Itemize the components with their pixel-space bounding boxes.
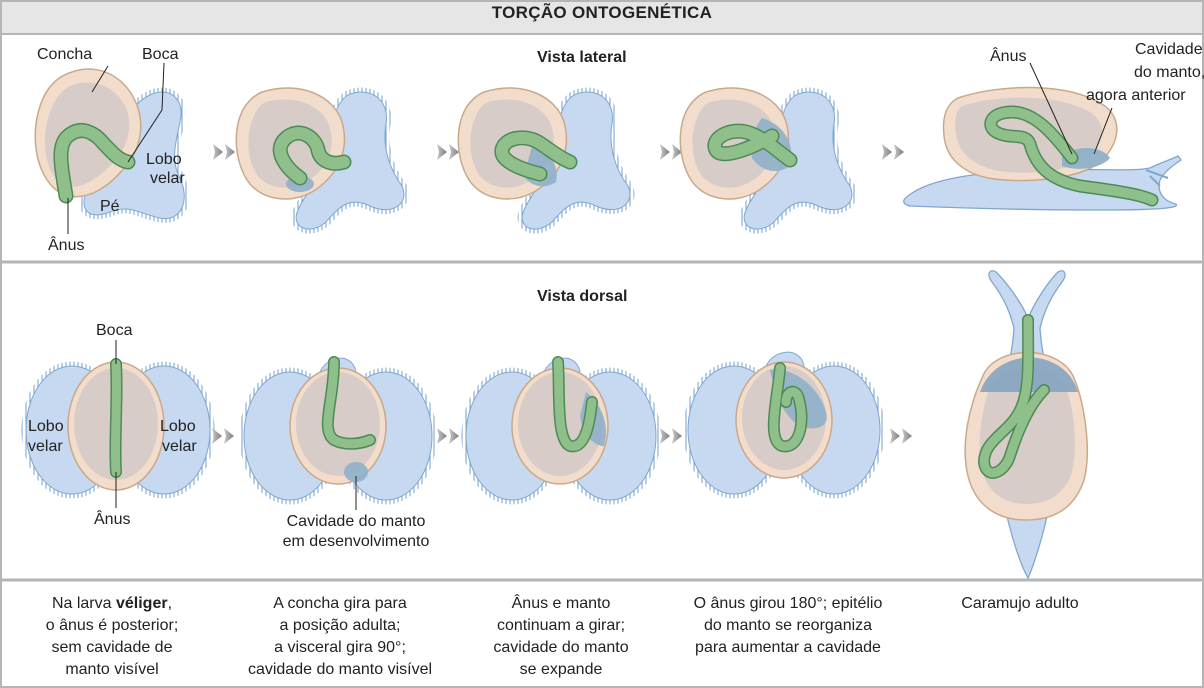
caption-stage-3: Ânus e manto continuam a girar; cavidade…	[493, 593, 628, 681]
caption-4-line-1: O ânus girou 180°; epitélio	[693, 595, 883, 612]
label-cavidade-adult-3: agora anterior	[1086, 87, 1186, 104]
label-lobo-velar-left-1: Lobo	[28, 418, 64, 435]
label-anus-dorsal: Ânus	[94, 511, 131, 528]
arrow-dorsal-2	[437, 428, 459, 444]
label-boca: Boca	[142, 46, 179, 63]
label-cavidade-dev-1: Cavidade do manto	[286, 513, 426, 530]
arrow-lateral-1	[213, 144, 235, 160]
caption-4-line-2: do manto se reorganiza	[703, 617, 873, 634]
lateral-stage-3	[457, 87, 635, 234]
caption-2-line-1: A concha gira para	[273, 595, 407, 612]
arrow-lateral-3	[660, 144, 682, 160]
label-lobo-velar-lateral-1: Lobo	[146, 151, 182, 168]
page-title: TORÇÃO ONTOGENÉTICA	[491, 3, 713, 22]
caption-stage-1: Na larva véliger, o ânus é posterior; se…	[46, 593, 179, 681]
caption-1-line-3: sem cavidade de	[51, 639, 173, 656]
label-cavidade-adult-2: do manto,	[1134, 64, 1204, 81]
label-anus: Ânus	[48, 237, 85, 254]
label-concha: Concha	[37, 46, 93, 63]
arrow-dorsal-1	[212, 428, 234, 444]
arrow-dorsal-3	[660, 428, 682, 444]
label-lobo-velar-right-2: velar	[162, 438, 197, 455]
lateral-stage-1	[34, 68, 189, 223]
label-lobo-velar-left-2: velar	[28, 438, 63, 455]
caption-stage-4: O ânus girou 180°; epitélio do manto se …	[694, 593, 883, 659]
caption-1-line-1c: ,	[167, 595, 173, 612]
caption-2-line-4: cavidade do manto visível	[247, 661, 433, 678]
caption-1-line-4: manto visível	[65, 661, 159, 678]
lateral-stage-adult	[903, 86, 1182, 211]
caption-5-line-1: Caramujo adulto	[961, 595, 1079, 612]
dorsal-stage-4	[683, 351, 885, 499]
label-lobo-velar-lateral-2: velar	[150, 170, 185, 187]
caption-1-line-2: o ânus é posterior;	[45, 617, 179, 634]
label-anus-adult: Ânus	[990, 48, 1027, 65]
caption-stage-5: Caramujo adulto	[961, 593, 1078, 615]
dorsal-stage-adult	[964, 270, 1089, 580]
caption-3-line-2: continuam a girar;	[496, 617, 626, 634]
header-band	[2, 2, 1202, 34]
caption-stage-2: A concha gira para a posição adulta; a v…	[248, 593, 432, 681]
label-cavidade-adult-1: Cavidade	[1135, 41, 1203, 58]
caption-4-line-3: para aumentar a cavidade	[695, 639, 881, 656]
caption-1-veliger: véliger	[115, 595, 168, 612]
caption-2-line-2: a posição adulta;	[279, 617, 401, 634]
caption-3-line-4: se expande	[519, 661, 603, 678]
label-cavidade-dev-2: em desenvolvimento	[282, 533, 430, 550]
caption-3-line-3: cavidade do manto	[493, 639, 629, 656]
dorsal-stage-1	[21, 358, 215, 499]
arrow-lateral-2	[437, 144, 459, 160]
label-lobo-velar-right-1: Lobo	[160, 418, 196, 435]
dorsal-stage-2	[239, 356, 437, 505]
lateral-stage-4	[679, 87, 857, 234]
lateral-stage-2	[235, 87, 409, 234]
dorsal-stage-3	[461, 356, 661, 505]
arrow-lateral-4	[882, 144, 904, 160]
caption-2-line-3: a visceral gira 90°;	[274, 639, 406, 656]
view-title-lateral: Vista lateral	[537, 49, 627, 66]
caption-3-line-1: Ânus e manto	[511, 595, 611, 612]
caption-1-line-1a: Na larva	[51, 595, 116, 612]
arrow-dorsal-4	[890, 428, 912, 444]
label-boca-dorsal: Boca	[96, 322, 133, 339]
view-title-dorsal: Vista dorsal	[537, 288, 628, 305]
label-pe: Pé	[100, 198, 120, 215]
